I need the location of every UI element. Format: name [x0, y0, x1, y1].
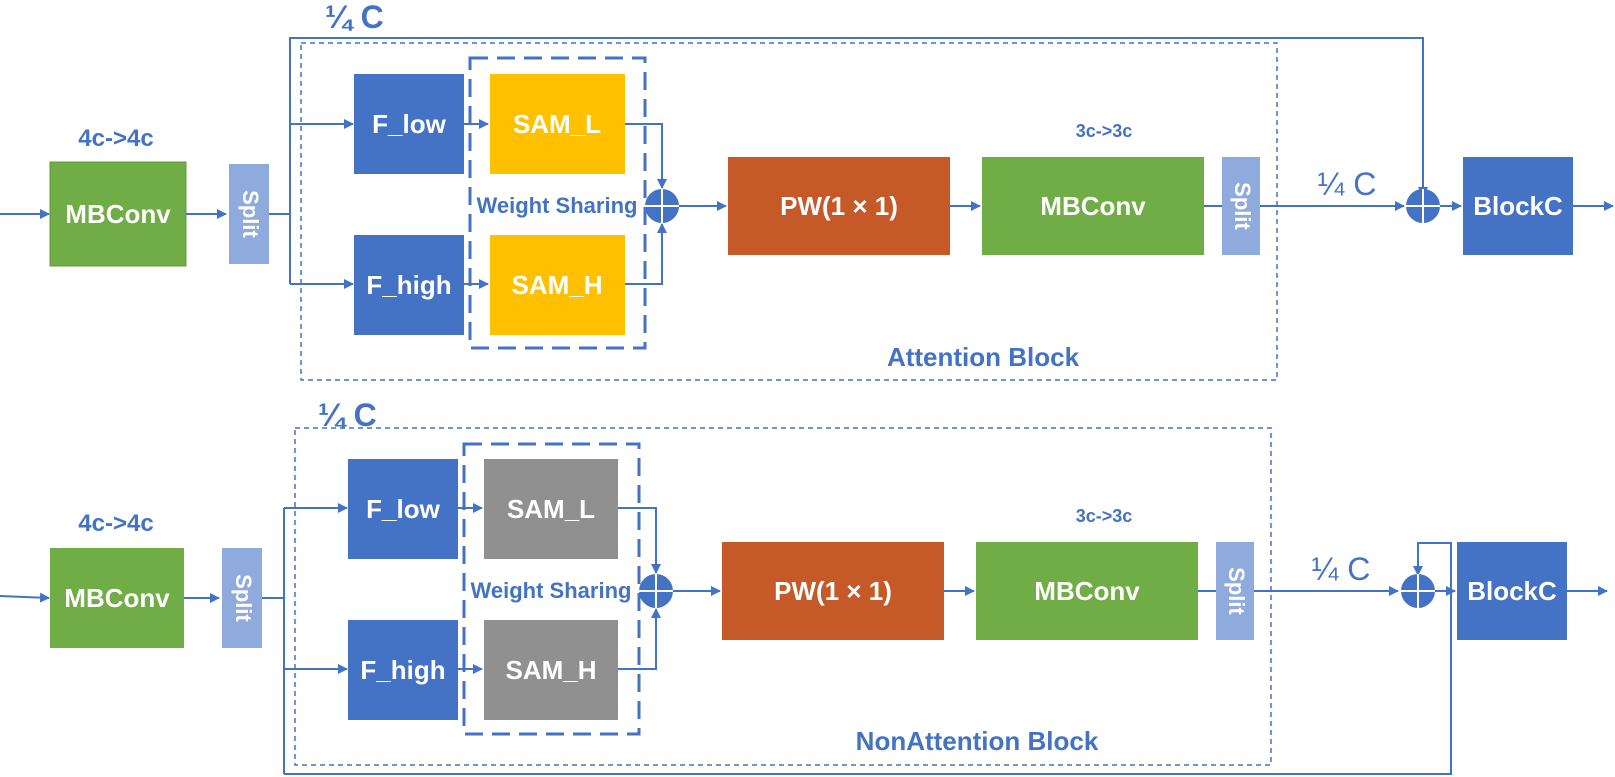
- attention-split-in-label: Split: [238, 190, 263, 238]
- attention-samh-to-adder: [625, 223, 667, 285]
- attention-flow-box: [354, 74, 464, 174]
- attention-quarter-top-label: ¼ C: [325, 0, 384, 35]
- attention-quarter-right-label: ¼ C: [1318, 166, 1377, 202]
- nonattention-skip-line: [284, 542, 1452, 775]
- attention-flow-label: F_low: [372, 109, 446, 139]
- nonattention-mbconv-mid-box: [976, 542, 1198, 640]
- attention-mbconv-in-label: MBConv: [65, 199, 171, 229]
- attention-block-diagram: ¼ C 4c->4c MBConv Split F_low F_high SAM…: [0, 0, 1614, 381]
- attention-mbconv-in-box: [49, 161, 187, 267]
- attention-adder-output: [1406, 189, 1440, 223]
- nonattention-mbconv-in-box: [50, 548, 184, 648]
- nonattention-blockc-label: BlockC: [1467, 576, 1557, 606]
- attention-fhigh-label: F_high: [366, 270, 451, 300]
- nonattention-adder-output: [1401, 574, 1435, 608]
- nonattention-pw-box: [722, 542, 944, 640]
- nonattention-samh-to-adder: [618, 608, 661, 670]
- nonattention-block-title: NonAttention Block: [856, 726, 1099, 756]
- attention-mbconv-mid-label: MBConv: [1040, 191, 1146, 221]
- attention-split-in-box: [229, 164, 269, 264]
- nonattention-dim-mid-label: 3c->3c: [1076, 506, 1133, 526]
- nonattention-flow-label: F_low: [366, 494, 440, 524]
- nonattention-samh-label: SAM_H: [505, 655, 596, 685]
- attention-weight-sharing-label: Weight Sharing: [477, 193, 638, 218]
- attention-mbconv-mid-box: [982, 157, 1204, 255]
- attention-blockc-label: BlockC: [1473, 191, 1563, 221]
- attention-split-out-label: Split: [1230, 182, 1255, 230]
- nonattention-fhigh-label: F_high: [360, 655, 445, 685]
- nonattention-weight-sharing-container: [462, 442, 641, 736]
- attention-block-container: [300, 42, 1278, 381]
- nonattention-saml-to-adder: [618, 507, 661, 574]
- attention-saml-box: [490, 74, 625, 174]
- attention-block-title: Attention Block: [887, 342, 1080, 372]
- attention-dim-mid-label: 3c->3c: [1076, 121, 1133, 141]
- attention-samh-label: SAM_H: [511, 270, 602, 300]
- attention-fhigh-box: [354, 235, 464, 335]
- nonattention-split-branches: [262, 508, 285, 774]
- attention-split-out-box: [1222, 157, 1260, 255]
- nonattention-samh-box: [484, 620, 618, 720]
- nonattention-dim-in-label: 4c->4c: [78, 510, 153, 537]
- attention-split-branches: [269, 124, 291, 284]
- attention-skip-line: [289, 37, 1428, 197]
- attention-saml-to-adder: [625, 123, 667, 189]
- nonattention-weight-sharing-label: Weight Sharing: [471, 578, 632, 603]
- attention-weight-sharing-container: [468, 56, 647, 350]
- nonattention-adder: [639, 574, 673, 608]
- attention-blockc-box: [1463, 157, 1573, 255]
- attention-adder: [645, 189, 679, 223]
- nonattention-saml-box: [484, 459, 618, 559]
- nonattention-split-out-label: Split: [1224, 567, 1249, 615]
- nonattention-quarter-top-label: ¼ C: [318, 397, 377, 433]
- nonattention-block-container: [294, 427, 1272, 766]
- attention-pw-box: [728, 157, 950, 255]
- attention-dim-in-label: 4c->4c: [78, 125, 153, 152]
- nonattention-block-diagram: ¼ C 4c->4c MBConv Split F_low F_high SAM…: [0, 397, 1608, 775]
- nonattention-saml-label: SAM_L: [507, 494, 595, 524]
- nonattention-flow-box: [348, 459, 458, 559]
- nonattention-fhigh-box: [348, 620, 458, 720]
- nonattention-mbconv-mid-label: MBConv: [1034, 576, 1140, 606]
- nonattention-pw-label: PW(1 × 1): [774, 576, 892, 606]
- nonattention-blockc-box: [1457, 542, 1567, 640]
- attention-pw-label: PW(1 × 1): [780, 191, 898, 221]
- attention-samh-box: [490, 235, 625, 335]
- nonattention-split-out-box: [1216, 542, 1254, 640]
- nonattention-input-arrow: [0, 592, 50, 603]
- nonattention-quarter-right-label: ¼ C: [1312, 551, 1371, 587]
- nonattention-split-in-label: Split: [231, 574, 256, 622]
- attention-saml-label: SAM_L: [513, 109, 601, 139]
- nonattention-mbconv-in-label: MBConv: [64, 583, 170, 613]
- nonattention-split-in-box: [222, 548, 262, 648]
